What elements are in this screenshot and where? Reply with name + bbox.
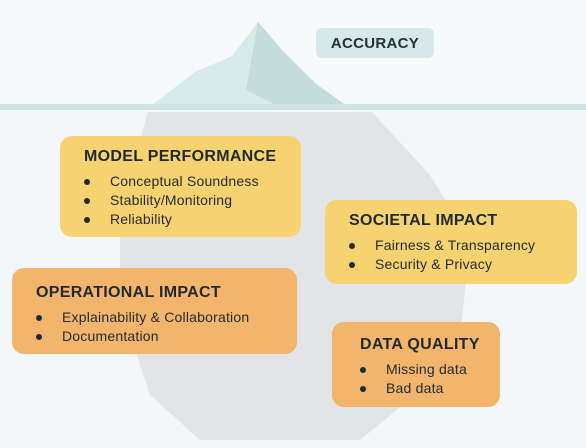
operational-impact-title: OPERATIONAL IMPACT [36,284,221,301]
bullet-icon [36,314,42,321]
model-performance-title: MODEL PERFORMANCE [84,148,277,165]
bullet-icon [349,261,355,268]
list-item: Reliability [84,210,301,229]
model-performance-card: MODEL PERFORMANCE Conceptual Soundness S… [60,136,301,237]
list-item: Fairness & Transparency [349,236,577,255]
bullet-icon [84,197,90,204]
bullet-icon [36,333,42,340]
bullet-icon [349,242,355,249]
list-item: Security & Privacy [349,255,577,274]
data-quality-title: DATA QUALITY [360,336,480,353]
accuracy-label: ACCURACY [316,28,434,58]
waterline [0,104,586,110]
iceberg-tip-shadow [246,22,350,108]
societal-impact-card: SOCIETAL IMPACT Fairness & Transparency … [325,200,577,284]
bullet-icon [84,216,90,223]
data-quality-list: Missing data Bad data [360,360,500,398]
societal-impact-list: Fairness & Transparency Security & Priva… [349,236,577,274]
data-quality-card: DATA QUALITY Missing data Bad data [332,322,500,407]
list-item: Stability/Monitoring [84,191,301,210]
model-performance-list: Conceptual Soundness Stability/Monitorin… [84,172,301,229]
list-item: Documentation [36,327,297,346]
operational-impact-list: Explainability & Collaboration Documenta… [36,308,297,346]
list-item: Conceptual Soundness [84,172,301,191]
operational-impact-card: OPERATIONAL IMPACT Explainability & Coll… [12,268,297,354]
bullet-icon [360,385,366,392]
list-item: Bad data [360,379,500,398]
list-item: Missing data [360,360,500,379]
societal-impact-title: SOCIETAL IMPACT [349,212,498,229]
bullet-icon [84,178,90,185]
bullet-icon [360,366,366,373]
list-item: Explainability & Collaboration [36,308,297,327]
